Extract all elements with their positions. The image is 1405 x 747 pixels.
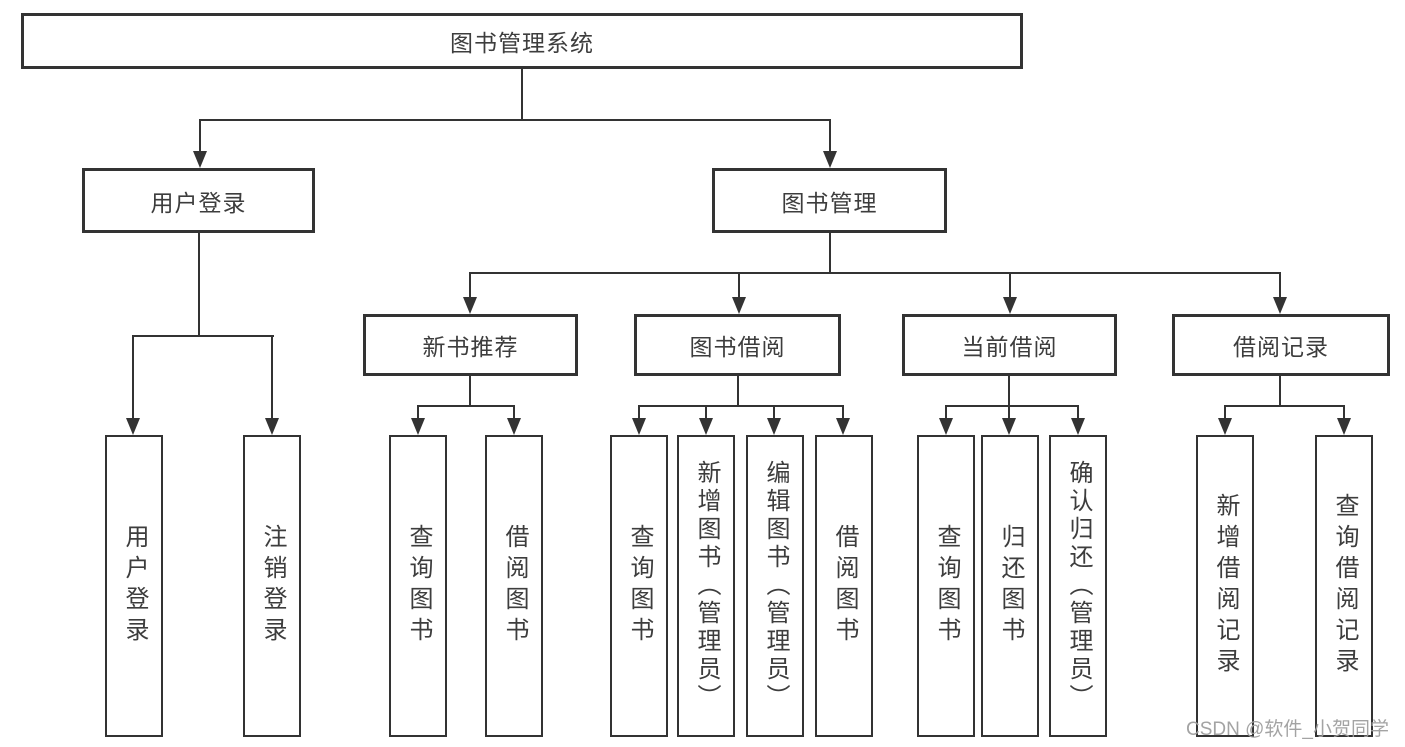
connector-line xyxy=(842,405,844,420)
connector-line xyxy=(1008,405,1010,420)
connector-line xyxy=(1279,376,1281,407)
leaf-logout: 注销登录 xyxy=(243,435,301,737)
node-label: 当前借阅 xyxy=(961,334,1058,360)
connector-line xyxy=(1224,405,1345,407)
leaf-return-books: 归还图书 xyxy=(981,435,1039,737)
node-label: 借阅记录 xyxy=(1233,334,1329,360)
connector-line xyxy=(829,119,831,153)
connector-line xyxy=(1077,405,1079,420)
leaf-label: 查询图书 xyxy=(626,524,653,648)
node-borrowing-records: 借阅记录 xyxy=(1172,314,1390,376)
arrow-head xyxy=(463,297,477,314)
connector-line xyxy=(738,272,740,300)
node-book-borrowing: 图书借阅 xyxy=(634,314,841,376)
arrow-head xyxy=(823,151,837,168)
leaf-user-login: 用户登录 xyxy=(105,435,163,737)
arrow-head xyxy=(939,418,953,435)
node-new-book-recommend: 新书推荐 xyxy=(363,314,578,376)
arrow-head xyxy=(732,297,746,314)
arrow-head xyxy=(1218,418,1232,435)
connector-line xyxy=(521,69,523,121)
leaf-query-books-current: 查询图书 xyxy=(917,435,975,737)
arrow-head xyxy=(411,418,425,435)
connector-line xyxy=(737,376,739,407)
connector-line xyxy=(829,233,831,274)
leaf-edit-books-admin: 编辑图书（管理员） xyxy=(746,435,804,737)
arrow-head xyxy=(126,418,140,435)
node-user-login: 用户登录 xyxy=(82,168,315,233)
connector-line xyxy=(271,335,273,420)
connector-line xyxy=(132,335,134,420)
leaf-borrow-books-recommend: 借阅图书 xyxy=(485,435,543,737)
leaf-add-borrow-record: 新增借阅记录 xyxy=(1196,435,1254,737)
connector-line xyxy=(417,405,515,407)
leaf-borrow-books: 借阅图书 xyxy=(815,435,873,737)
connector-line xyxy=(417,405,419,420)
connector-line xyxy=(1224,405,1226,420)
leaf-label: 注销登录 xyxy=(259,524,286,648)
arrow-head xyxy=(699,418,713,435)
connector-line xyxy=(199,119,831,121)
arrow-head xyxy=(632,418,646,435)
leaf-add-books-admin: 新增图书（管理员） xyxy=(677,435,735,737)
connector-line xyxy=(199,119,201,153)
arrow-head xyxy=(1273,297,1287,314)
leaf-label: 用户登录 xyxy=(121,524,148,648)
node-current-borrowing: 当前借阅 xyxy=(902,314,1117,376)
leaf-label: 新增借阅记录 xyxy=(1212,493,1239,679)
connector-line xyxy=(469,272,1281,274)
arrow-head xyxy=(1003,297,1017,314)
leaf-label: 借阅图书 xyxy=(831,524,858,648)
connector-line xyxy=(1008,376,1010,407)
arrow-head xyxy=(193,151,207,168)
arrow-head xyxy=(1071,418,1085,435)
node-label: 新书推荐 xyxy=(422,334,519,360)
leaf-label: 借阅图书 xyxy=(501,524,528,648)
leaf-label: 确认归还（管理员） xyxy=(1065,460,1092,712)
leaf-label: 查询借阅记录 xyxy=(1331,493,1358,679)
connector-line xyxy=(705,405,707,420)
connector-line xyxy=(469,376,471,407)
connector-line xyxy=(513,405,515,420)
arrow-head xyxy=(1337,418,1351,435)
leaf-label: 编辑图书（管理员） xyxy=(762,460,789,712)
connector-line xyxy=(1279,272,1281,300)
connector-line xyxy=(773,405,775,420)
csdn-watermark: CSDN @软件_小贺同学 xyxy=(1186,719,1389,740)
node-root-library-system: 图书管理系统 xyxy=(21,13,1023,69)
arrow-head xyxy=(836,418,850,435)
connector-line xyxy=(638,405,844,407)
connector-line xyxy=(1343,405,1345,420)
node-label: 用户登录 xyxy=(150,189,247,216)
leaf-label: 归还图书 xyxy=(997,524,1024,648)
node-label: 图书管理系统 xyxy=(450,30,594,56)
connector-line xyxy=(469,272,471,300)
leaf-label: 新增图书（管理员） xyxy=(693,460,720,712)
connector-line xyxy=(638,405,640,420)
connector-line xyxy=(945,405,1079,407)
connector-line xyxy=(132,335,274,337)
arrow-head xyxy=(1002,418,1016,435)
connector-line xyxy=(198,233,200,336)
arrow-head xyxy=(767,418,781,435)
arrow-head xyxy=(507,418,521,435)
leaf-query-borrow-record: 查询借阅记录 xyxy=(1315,435,1373,737)
leaf-label: 查询图书 xyxy=(933,524,960,648)
arrow-head xyxy=(265,418,279,435)
leaf-query-books-recommend: 查询图书 xyxy=(389,435,447,737)
leaf-query-books-borrowing: 查询图书 xyxy=(610,435,668,737)
node-book-management: 图书管理 xyxy=(712,168,947,233)
connector-line xyxy=(945,405,947,420)
node-label: 图书管理 xyxy=(781,189,878,216)
leaf-confirm-return-admin: 确认归还（管理员） xyxy=(1049,435,1107,737)
connector-line xyxy=(1009,272,1011,300)
leaf-label: 查询图书 xyxy=(405,524,432,648)
node-label: 图书借阅 xyxy=(689,334,786,360)
